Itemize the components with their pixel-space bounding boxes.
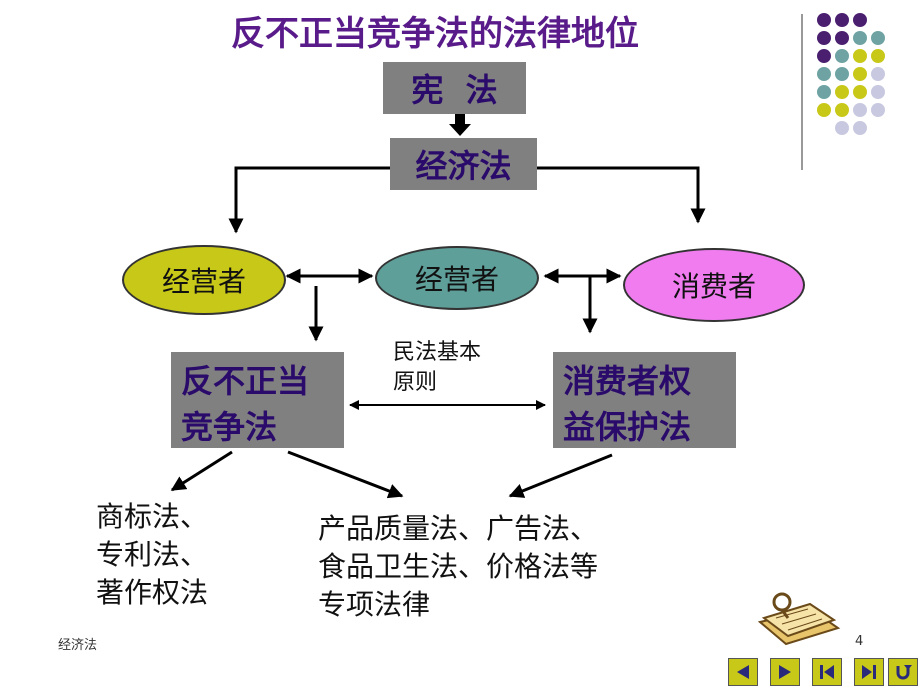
page-number: 4 [855,634,864,649]
decorative-dot [835,67,849,81]
last-button[interactable] [854,658,884,686]
operator-middle-ellipse: 经营者 [375,246,539,310]
prev-button[interactable] [728,658,758,686]
economic-law-box: 经济法 [390,138,537,190]
decorative-dot [817,31,831,45]
civil-law-line1: 民法基本 [393,340,482,365]
economic-law-label: 经济法 [415,147,512,185]
next-button[interactable] [770,658,800,686]
list-item: 食品卫生法、价格法等 [318,550,599,583]
book-icon [757,592,841,646]
decorative-dot [835,31,849,45]
decorative-dot [871,103,885,117]
decorative-dot [853,103,867,117]
arrow-to-right-list-b [508,453,613,498]
decorative-dot [835,103,849,117]
decorative-dot [871,31,885,45]
list-item: 著作权法 [96,576,209,609]
list-item: 产品质量法、广告法、 [318,512,599,545]
anti-unfair-competition-box: 反不正当 竞争法 [171,352,344,448]
operator-left-label: 经营者 [161,265,246,298]
decorative-dot [835,13,849,27]
decorative-dot [853,121,867,135]
operator-middle-label: 经营者 [414,263,499,296]
decorative-dot [871,67,885,81]
consumer-rights-box: 消费者权 益保护法 [553,352,736,448]
decorative-dot [835,121,849,135]
arrow-economic-right [537,166,706,224]
next-icon [779,665,791,679]
decorative-dot [817,49,831,63]
constitution-label: 宪 法 [411,71,498,109]
constitution-box: 宪 法 [383,62,526,114]
anti-unfair-line1: 反不正当 [181,362,310,400]
decorative-dot [853,31,867,45]
right-law-list: 产品质量法、广告法、 食品卫生法、价格法等 专项法律 [318,510,598,624]
slide-title: 反不正当竞争法的法律地位 [231,14,639,54]
decorative-dot [817,13,831,27]
decorative-dot [871,85,885,99]
anti-unfair-line2: 竞争法 [181,408,278,446]
decorative-dot [853,13,867,27]
consumer-label: 消费者 [671,270,756,303]
return-icon [896,665,912,680]
decorative-dot [817,85,831,99]
list-item: 商标法、 [96,500,209,533]
list-item: 专利法、 [96,538,209,571]
first-icon [820,665,834,679]
return-button[interactable] [888,658,918,686]
decorative-dot [817,67,831,81]
decorative-dot [853,85,867,99]
consumer-rights-line2: 益保护法 [563,408,692,446]
operator-left-ellipse: 经营者 [122,245,286,315]
arrow-constitution-economic [455,114,465,126]
first-button[interactable] [812,658,842,686]
arrow-to-right-list-a [287,450,404,499]
decorative-dot [835,49,849,63]
list-item: 专项法律 [318,588,431,621]
decorative-dot [817,103,831,117]
decorative-dot [871,49,885,63]
decorative-dot [853,67,867,81]
left-law-list: 商标法、 专利法、 著作权法 [96,498,208,612]
consumer-rights-line1: 消费者权 [563,362,692,400]
decorative-dot [835,85,849,99]
consumer-ellipse: 消费者 [623,248,805,322]
last-icon [862,665,876,679]
prev-icon [737,665,749,679]
civil-law-principle: 民法基本 原则 [393,338,481,398]
arrow-to-left-list [170,450,233,492]
footer-label: 经济法 [58,638,98,653]
civil-law-line2: 原则 [393,370,438,395]
decorative-dot [853,49,867,63]
arrow-economic-left [228,166,390,234]
decorative-dots [801,13,885,170]
